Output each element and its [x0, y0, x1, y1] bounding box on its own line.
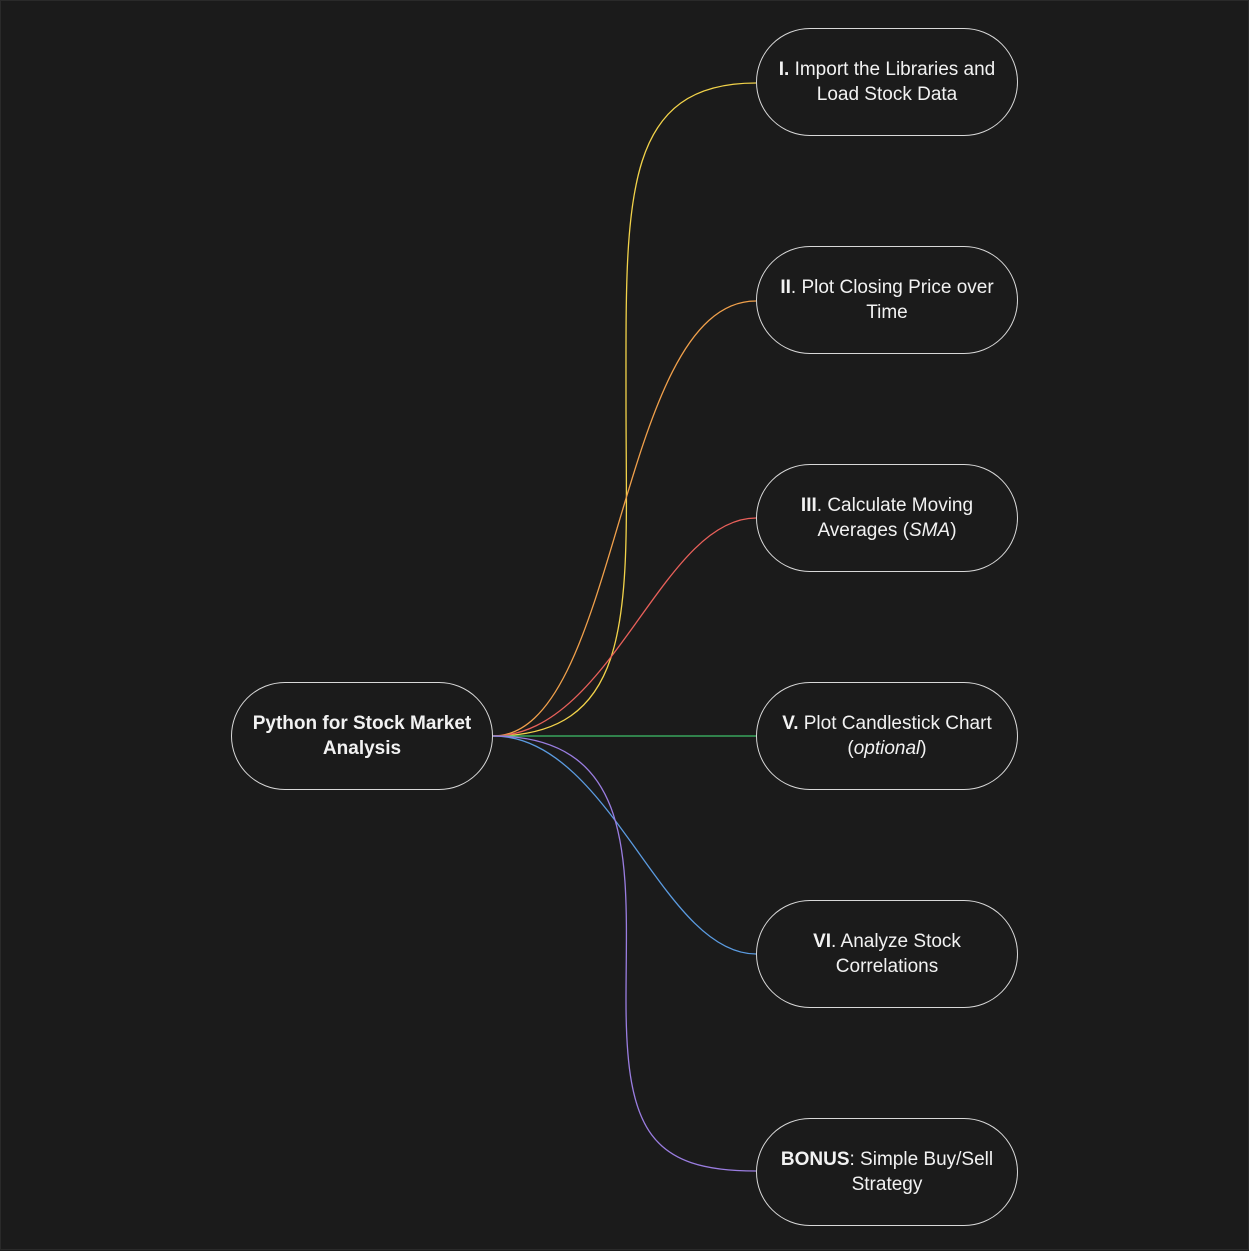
connector-edge-3: [492, 517, 757, 737]
branch-node-bonus-strategy[interactable]: BONUS: Simple Buy/Sell Strategy: [756, 1118, 1018, 1226]
branch-node-import-libraries[interactable]: I. Import the Libraries and Load Stock D…: [756, 28, 1018, 136]
branch-node-stock-correlations[interactable]: VI. Analyze Stock Correlations: [756, 900, 1018, 1008]
branch-node-moving-averages[interactable]: III. Calculate Moving Averages (SMA): [756, 464, 1018, 572]
branch-text-suffix: ): [920, 738, 927, 759]
root-node[interactable]: Python for Stock Market Analysis: [231, 682, 493, 790]
branch-node-label: III. Calculate Moving Averages (SMA): [771, 493, 1003, 543]
branch-prefix: I.: [778, 59, 790, 80]
branch-node-label: V. Plot Candlestick Chart (optional): [771, 711, 1003, 761]
branch-node-label: I. Import the Libraries and Load Stock D…: [771, 57, 1003, 107]
branch-prefix: III: [800, 495, 817, 516]
branch-text-suffix: ): [950, 520, 957, 541]
branch-prefix: II: [780, 277, 791, 298]
branch-text: . Analyze Stock Correlations: [831, 931, 961, 977]
branch-emphasis: optional: [853, 738, 921, 759]
branch-text: Plot Candlestick Chart (: [798, 713, 992, 759]
branch-node-candlestick-chart[interactable]: V. Plot Candlestick Chart (optional): [756, 682, 1018, 790]
branch-text: Import the Libraries and Load Stock Data: [789, 59, 996, 105]
branch-emphasis: SMA: [909, 520, 951, 541]
branch-text: . Calculate Moving Averages (: [816, 495, 974, 541]
branch-node-label: II. Plot Closing Price over Time: [771, 275, 1003, 325]
branch-prefix: BONUS: [780, 1149, 850, 1170]
connector-edge-6: [492, 735, 757, 1172]
branch-prefix: VI: [813, 931, 832, 952]
branch-prefix: V.: [782, 713, 799, 734]
connector-edge-1: [492, 82, 757, 737]
connector-edge-5: [492, 735, 757, 955]
branch-text: : Simple Buy/Sell Strategy: [849, 1149, 994, 1195]
branch-node-plot-closing-price[interactable]: II. Plot Closing Price over Time: [756, 246, 1018, 354]
branch-node-label: BONUS: Simple Buy/Sell Strategy: [771, 1147, 1003, 1197]
branch-node-label: VI. Analyze Stock Correlations: [771, 929, 1003, 979]
root-node-label: Python for Stock Market Analysis: [252, 713, 472, 759]
branch-text: . Plot Closing Price over Time: [790, 277, 994, 323]
connector-edge-2: [492, 300, 757, 737]
